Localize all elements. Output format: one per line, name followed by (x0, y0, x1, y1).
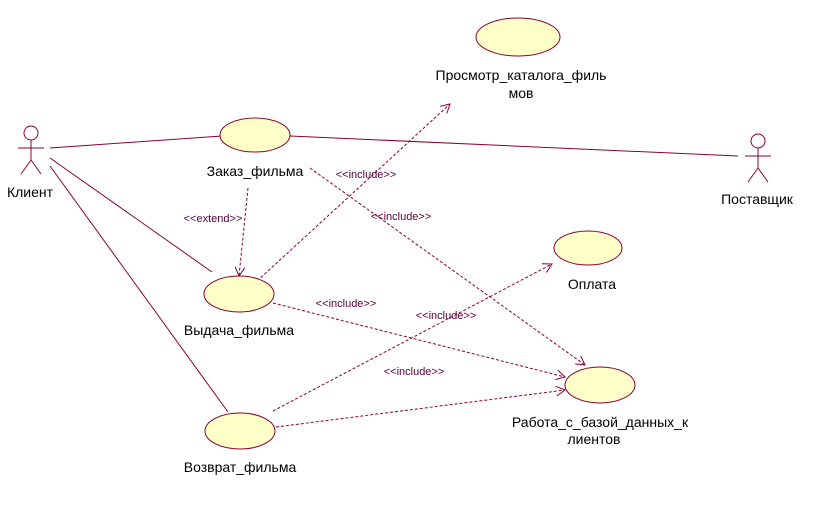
use-case-order-label: Заказ_фильма (207, 163, 304, 179)
actor-client-figure[interactable] (18, 125, 44, 175)
actor-supplier-figure[interactable] (745, 133, 771, 183)
include-label-return-db: <<include>> (384, 366, 445, 378)
actor-supplier-label: Поставщик (721, 191, 794, 207)
use-case-db-label-1: Работа_с_базой_данных_к (512, 414, 689, 430)
use-case-return-label: Возврат_фильма (184, 459, 297, 475)
use-case-catalog-label-1: Просмотр_каталога_филь (436, 67, 607, 83)
association-client-order (49, 135, 223, 149)
include-label-order-db: <<include>> (371, 211, 432, 223)
extend-arrow (239, 187, 249, 276)
association-client-return (49, 165, 229, 413)
use-case-issue-label: Выдача_фильма (184, 322, 294, 338)
include-arrow-issue-catalog (256, 104, 450, 282)
association-order-supplier (289, 135, 739, 157)
use-case-issue[interactable] (203, 275, 275, 313)
use-case-catalog-label-2: мов (509, 85, 534, 101)
use-case-payment[interactable] (553, 230, 623, 266)
include-label-issue-catalog: <<include>> (336, 169, 397, 181)
actor-client-label: Клиент (7, 184, 54, 200)
include-label-return-payment: <<include>> (416, 310, 477, 322)
extend-label: <<extend>> (184, 213, 243, 225)
use-case-db-label-2: лиентов (568, 431, 621, 447)
use-case-catalog[interactable] (475, 17, 561, 57)
use-case-db[interactable] (564, 366, 636, 404)
include-arrow-order-db (309, 167, 585, 365)
include-arrow-return-db (275, 390, 565, 428)
include-label-issue-db: <<include>> (316, 298, 377, 310)
use-case-order[interactable] (219, 117, 291, 153)
use-case-return[interactable] (204, 412, 276, 450)
include-arrow-return-payment (272, 264, 552, 412)
association-client-issue (49, 157, 213, 273)
include-arrow-issue-db (272, 302, 565, 377)
use-case-payment-label: Оплата (568, 276, 616, 292)
